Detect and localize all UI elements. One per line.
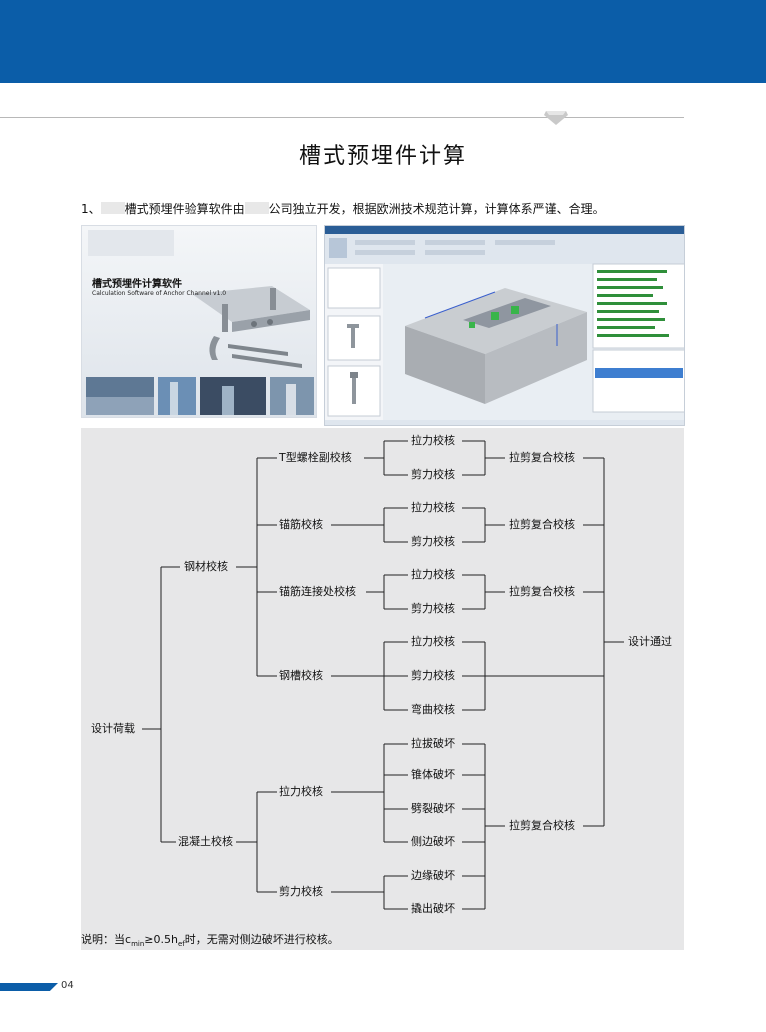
node-t-bolt-tension: 拉力校核 (409, 434, 457, 448)
note-sub-min: min (131, 940, 145, 949)
node-side-blowout-failure: 侧边破坏 (409, 835, 457, 849)
node-edge-failure: 边缘破坏 (409, 869, 457, 883)
node-splitting-failure: 劈裂破坏 (409, 802, 457, 816)
node-concrete-shear-check: 剪力校核 (277, 885, 325, 899)
node-combined-concrete: 拉剪复合校核 (507, 819, 577, 833)
node-combined-joint: 拉剪复合校核 (507, 585, 577, 599)
header-rule (0, 117, 684, 118)
intro-part2: 公司独立开发，根据欧洲技术规范计算，计算体系严谨、合理。 (268, 202, 605, 216)
note-sub-ef: ef (177, 940, 185, 949)
intro-part1: 槽式预埋件验算软件由 (124, 202, 245, 216)
node-combined-rebar: 拉剪复合校核 (507, 518, 577, 532)
software-window-image (324, 225, 685, 426)
node-combined-t-bolt: 拉剪复合校核 (507, 451, 577, 465)
node-design-pass: 设计通过 (626, 635, 674, 649)
node-channel-tension: 拉力校核 (409, 635, 457, 649)
check-flowchart: 设计荷载 钢材校核 混凝土校核 T型螺栓副校核 锚筋校核 锚筋连接处校核 钢槽校… (81, 428, 684, 950)
node-concrete-tension-check: 拉力校核 (277, 785, 325, 799)
node-pullout-failure: 拉拔破坏 (409, 737, 457, 751)
intro-prefix: 1、 (81, 202, 101, 216)
node-t-bolt-shear: 剪力校核 (409, 468, 457, 482)
header-band (0, 0, 766, 83)
node-rebar-joint-check: 锚筋连接处校核 (277, 585, 358, 599)
redacted-company-1 (100, 202, 125, 214)
intro-paragraph: 1、 槽式预埋件验算软件由 公司独立开发，根据欧洲技术规范计算，计算体系严谨、合理。 (81, 200, 605, 217)
diamond-icon (544, 111, 568, 125)
node-channel-shear: 剪力校核 (409, 669, 457, 683)
software-cover-image: 槽式预埋件计算软件 Calculation Software of Anchor… (81, 225, 317, 418)
cover-subtitle: Calculation Software of Anchor Channel v… (92, 290, 227, 297)
redacted-company-2 (244, 202, 269, 214)
node-rebar-shear: 剪力校核 (409, 535, 457, 549)
software-window-graphic (325, 226, 684, 425)
node-steel-check: 钢材校核 (182, 560, 230, 574)
node-pryout-failure: 撬出破坏 (409, 902, 457, 916)
node-rebar-tension: 拉力校核 (409, 501, 457, 515)
page-number: 04 (61, 980, 74, 991)
node-design-load: 设计荷载 (89, 722, 137, 736)
cover-title: 槽式预埋件计算软件 (92, 279, 182, 290)
node-joint-tension: 拉力校核 (409, 568, 457, 582)
cover-graphic (82, 226, 316, 417)
footer-bar (0, 983, 58, 991)
page-title: 槽式预埋件计算 (298, 144, 467, 169)
node-channel-bending: 弯曲校核 (409, 703, 457, 717)
node-rebar-check: 锚筋校核 (277, 518, 325, 532)
note-text-c: 时，无需对侧边破坏进行校核。 (184, 933, 339, 946)
footnote: 说明：当cmin≥0.5hef时，无需对侧边破坏进行校核。 (81, 931, 339, 948)
node-t-bolt-check: T型螺栓副校核 (277, 451, 354, 465)
node-cone-failure: 锥体破坏 (409, 768, 457, 782)
note-text-a: 说明：当c (81, 933, 132, 946)
node-channel-check: 钢槽校核 (277, 669, 325, 683)
note-text-b: ≥0.5h (144, 933, 178, 946)
flowchart-connectors (142, 440, 624, 910)
node-joint-shear: 剪力校核 (409, 602, 457, 616)
node-concrete-check: 混凝土校核 (176, 835, 235, 849)
